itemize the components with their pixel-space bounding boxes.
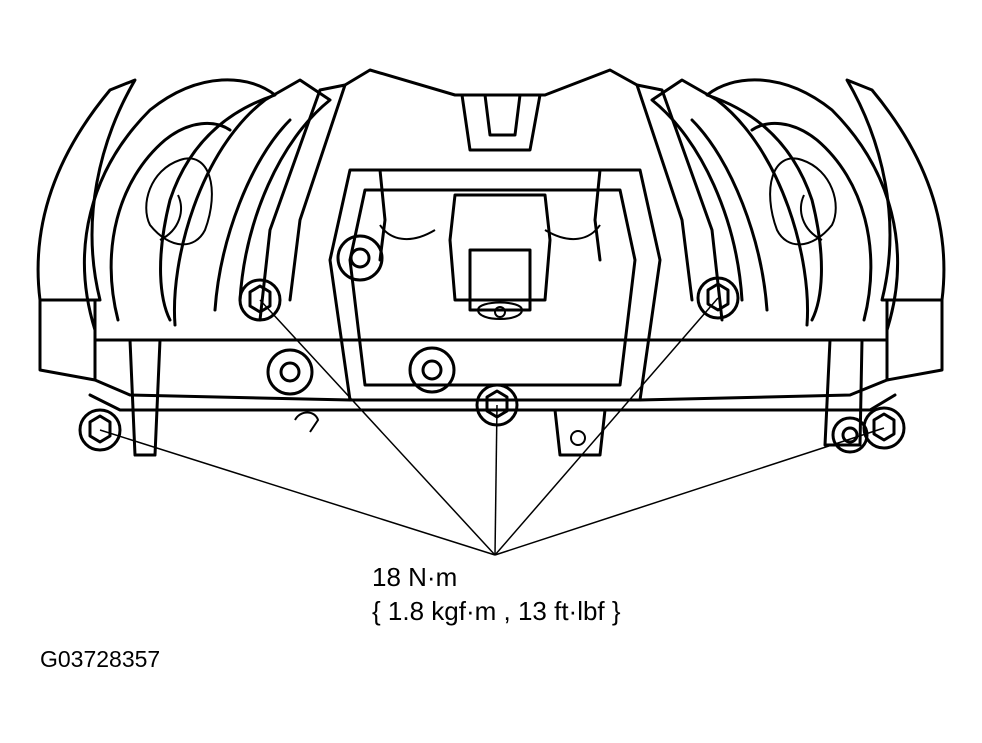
bolt-upper-left <box>238 278 282 322</box>
washer-nut-top <box>336 234 384 282</box>
manifold-lower-flange <box>38 298 944 457</box>
washer-nut-center-left <box>408 346 456 394</box>
bolt-upper-right <box>696 276 740 320</box>
torque-callout: 18 N·m { 1.8 kgf·m , 13 ft·lbf } <box>372 560 621 628</box>
leader-lines <box>99 297 885 556</box>
washer-nut-right <box>831 416 869 454</box>
torque-spec-nm: 18 N·m <box>372 562 458 592</box>
manifold-runners-left <box>36 78 347 332</box>
figure-id: G03728357 <box>40 646 161 672</box>
washer-nut-left <box>266 348 314 396</box>
manifold-runners-right <box>635 78 946 332</box>
bolt-lower-left <box>78 408 122 452</box>
torque-spec-alt-units: { 1.8 kgf·m , 13 ft·lbf } <box>372 596 621 626</box>
manifold-center-body <box>328 68 662 402</box>
bolts <box>78 234 906 454</box>
